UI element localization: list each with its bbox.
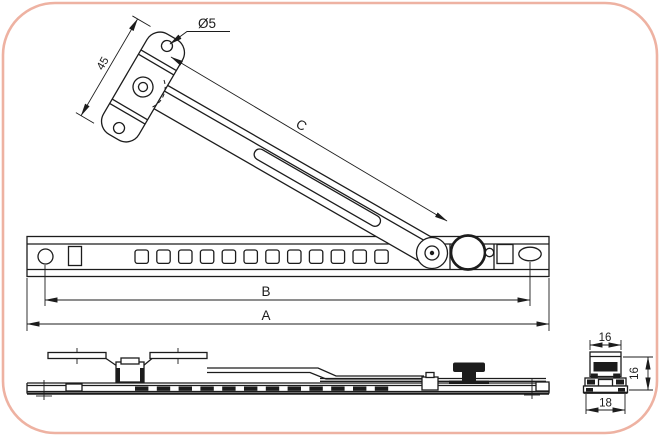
dim-16-top-label: 16 [599,332,612,344]
pivot-assembly [415,236,449,270]
dim-B: B [44,262,531,306]
dim-diameter-label: Ø5 [198,16,216,31]
section-view: 16 16 18 [582,332,653,414]
dim-18-label: 18 [599,398,612,410]
dim-A-label: A [261,308,270,323]
dim-A: A [26,278,550,331]
dim-45: 45 [75,15,151,124]
dim-16-top: 16 [589,332,622,350]
square-holes [134,249,389,265]
rect-slot [67,245,83,267]
edge-holes [135,386,389,391]
slot-edge [65,383,83,392]
top-view: 45 Ø5 C B [26,15,550,331]
mounting-bracket: 45 [75,15,186,143]
side-bracket [47,351,208,383]
side-arm [207,367,550,392]
side-view [26,348,550,400]
dim-diameter: Ø5 [169,16,230,45]
end-slot [518,246,542,262]
riser-block [421,376,439,391]
thumb-knob [449,234,487,271]
end-hole [37,248,54,265]
side-knob [449,362,489,384]
dim-16-height: 16 [623,356,653,391]
dim-16-height-label: 16 [629,367,641,380]
dim-45-label: 45 [95,55,112,72]
dim-B-label: B [261,284,270,299]
section-profile [582,351,629,394]
small-rivet [484,247,495,258]
bracket-hole-bottom [112,121,126,135]
dim-18: 18 [585,394,626,414]
slide-block [496,243,514,265]
hidden-arc [149,79,166,109]
